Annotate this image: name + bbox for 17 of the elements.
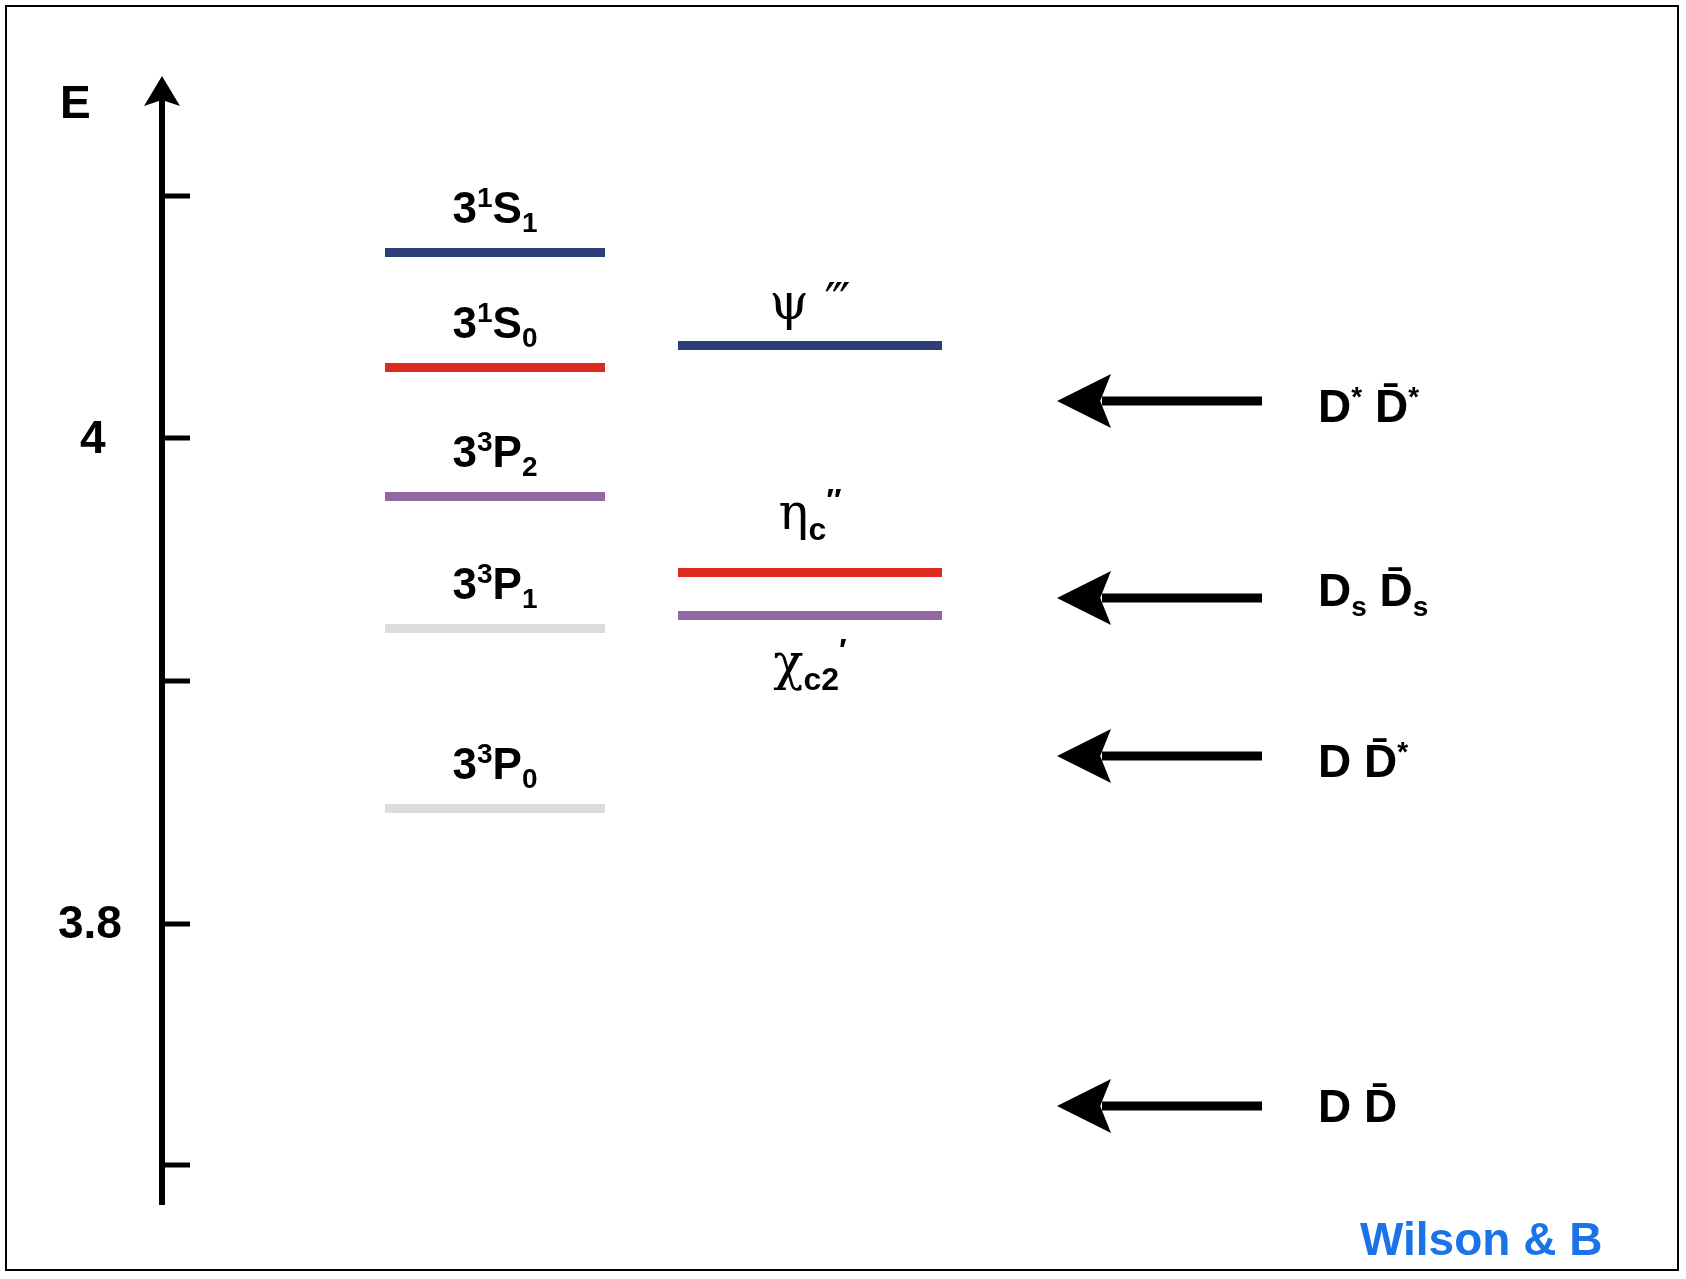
state-label: 3$^{3}$P$_{2}$ <box>451 425 539 485</box>
meson-pair-label: D D̄ <box>1262 1078 1398 1134</box>
arrow <box>1057 1079 1262 1133</box>
state-label: 3$^{1}$S$_{1}$ <box>451 181 539 241</box>
tick-label: 3.8 <box>58 895 122 949</box>
tick-label: 4 <box>80 410 106 464</box>
state-label: 3$^{3}$P$_{1}$ <box>451 557 539 617</box>
axis-label: E <box>60 75 91 129</box>
arrow <box>1057 374 1262 428</box>
meson-pair-label: D D̄$^{*}$ <box>1262 723 1409 789</box>
meson-pair-label: D$^{*}$ D̄$^{*}$ <box>1262 368 1420 434</box>
state-label: 3$^{3}$P$_{0}$ <box>451 737 539 797</box>
state-label: 3$^{1}$S$_{0}$ <box>451 296 539 356</box>
arrow <box>1057 729 1262 783</box>
arrow <box>1057 571 1262 625</box>
citation-text: Wilson & B <box>1360 1212 1603 1266</box>
meson-pair-label: D$_{s}$ D̄$_{s}$ <box>1262 561 1429 635</box>
